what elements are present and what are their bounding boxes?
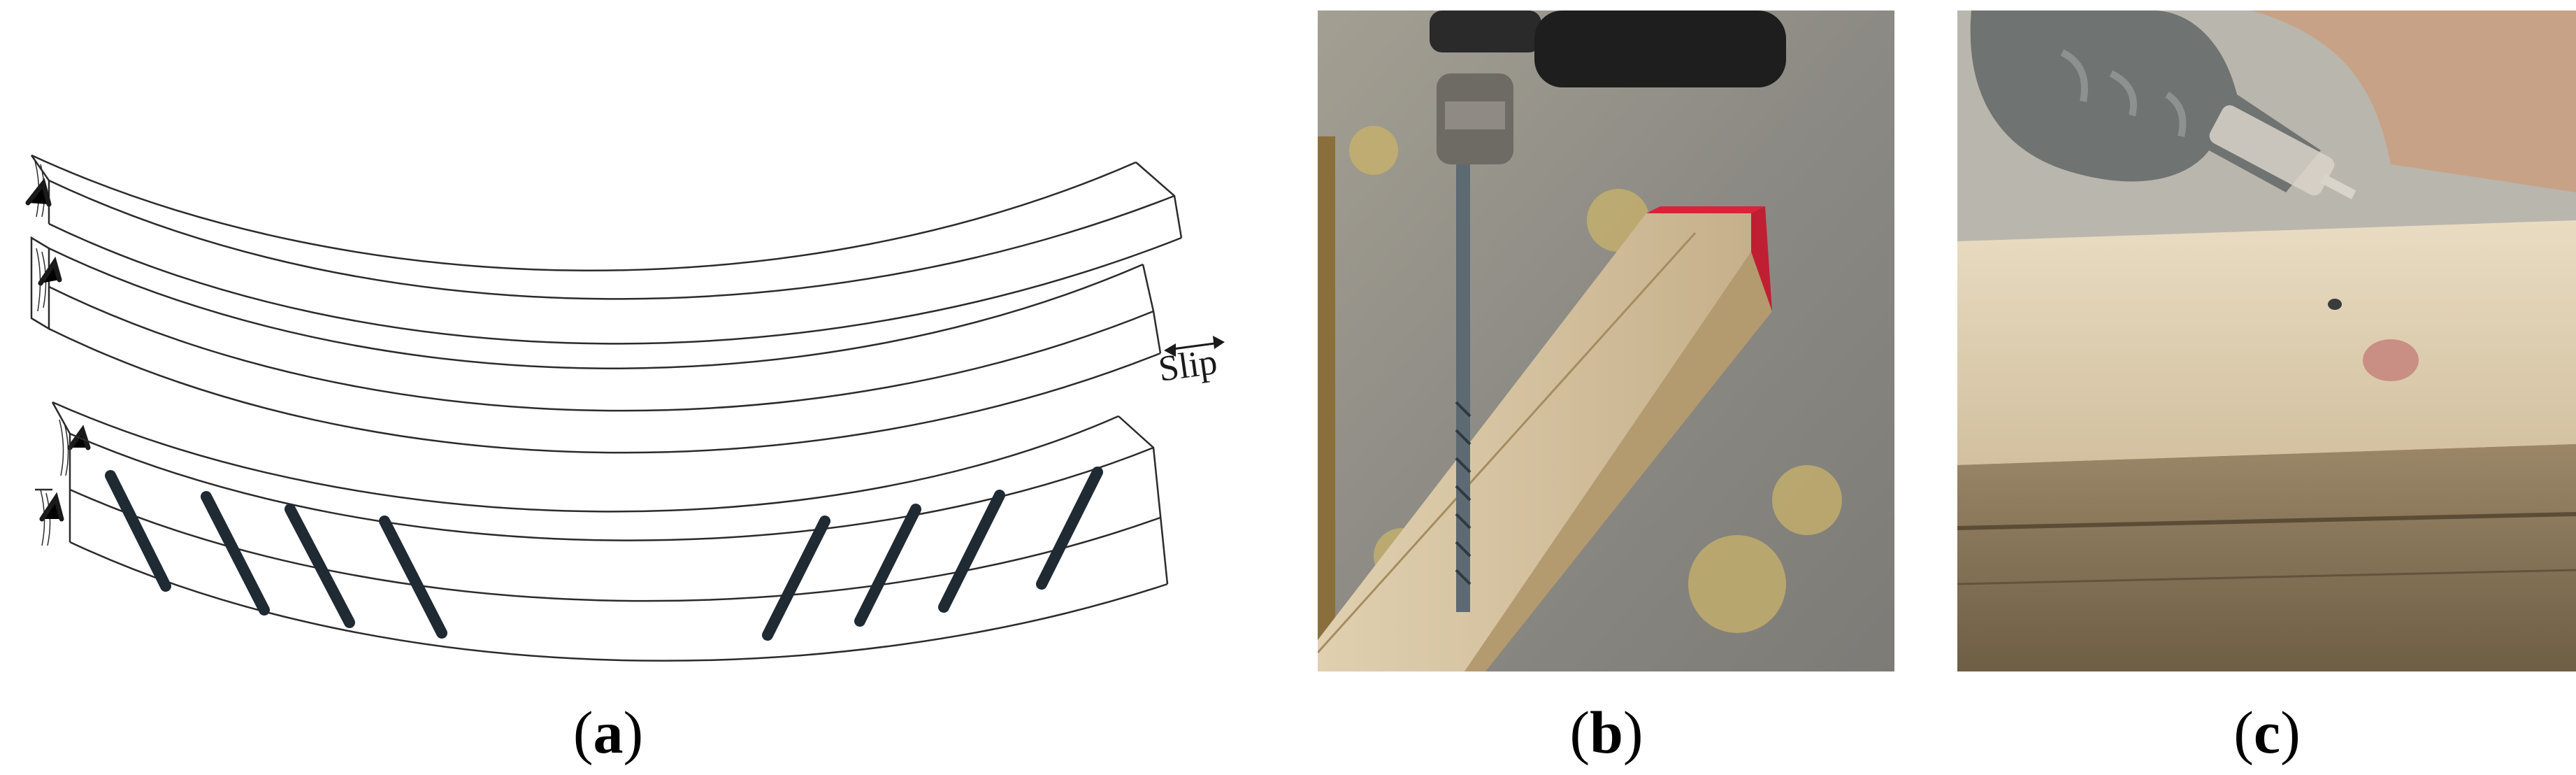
- beam-2-right-end: [1142, 264, 1162, 354]
- drill-handle: [1534, 10, 1786, 87]
- beam-1-mid-edge: [48, 179, 1175, 300]
- slip-label: Slip: [1156, 342, 1220, 390]
- arm-skin: [2251, 10, 2576, 192]
- rod-3: [285, 504, 355, 628]
- caption-b-letter: b: [1590, 699, 1623, 766]
- panel-a-drawing: Slip: [0, 0, 1258, 699]
- slip-annotation: Slip: [1156, 336, 1225, 390]
- end-grain-marks: [25, 178, 91, 522]
- drill-bit: [1456, 164, 1470, 612]
- upper-beams: [30, 154, 1183, 454]
- rod-7: [938, 490, 1005, 613]
- slip-arrow-right-head: [1213, 336, 1225, 349]
- rod-4: [379, 516, 447, 639]
- drill-bit-spiral: [1455, 401, 1472, 585]
- beam-2-top-edge: [48, 247, 1144, 369]
- caption-a: (a): [573, 699, 644, 766]
- timber-side: [1465, 252, 1772, 671]
- syringe-barrel: [2209, 105, 2335, 196]
- slip-arrow-line: [1167, 341, 1221, 351]
- slip-arrow-left-head: [1164, 343, 1176, 357]
- timber-glue-line: [1318, 232, 1697, 654]
- rod-2: [201, 491, 270, 616]
- timber-front-face: [1957, 444, 2576, 671]
- rod-5: [762, 516, 830, 641]
- caption-b: (b): [1569, 699, 1643, 766]
- knot: [2363, 339, 2419, 381]
- drilling-illustration: [1318, 10, 1894, 671]
- rod-8: [1036, 467, 1103, 590]
- beam-1-left-end: [30, 155, 50, 224]
- lower-beam-top-edge: [52, 401, 1119, 513]
- lower-composite-beam: [35, 401, 1169, 662]
- timber-grain-line: [1957, 569, 2576, 585]
- rod-6: [854, 504, 921, 627]
- rod-1: [105, 470, 171, 592]
- drill-hole: [2328, 299, 2342, 310]
- beam-1-top-edge: [31, 154, 1137, 271]
- panel-c-photo: [1957, 10, 2576, 671]
- drill-chuck-band: [1445, 101, 1505, 129]
- caption-c: (c): [2233, 699, 2301, 766]
- drill-body: [1430, 10, 1541, 52]
- beam-1-right-end: [1135, 162, 1183, 239]
- inclined-rods: [105, 467, 1103, 641]
- timber-joint-line: [1957, 512, 2576, 530]
- wood-edge-left: [1318, 136, 1335, 671]
- caption-a-letter: a: [593, 699, 624, 766]
- syringe-tip: [2320, 174, 2356, 199]
- red-end-top: [1646, 206, 1765, 213]
- lower-beam-joint: [69, 488, 1161, 602]
- lower-beam-left-end: [51, 401, 71, 542]
- beam-2-mid-edge: [48, 285, 1154, 412]
- end-grain-rings: [34, 160, 69, 546]
- beam-2-bottom-edge: [48, 327, 1161, 454]
- timber-top-face: [1957, 220, 2576, 465]
- beam-2-left-end: [30, 236, 50, 331]
- lower-beam-right-end: [1118, 415, 1169, 585]
- lower-beam-bottom-edge: [69, 541, 1168, 662]
- glove-folds: [2060, 49, 2187, 138]
- timber-beam: [1318, 213, 1751, 671]
- caption-c-letter: c: [2253, 699, 2281, 766]
- panel-b-photo: [1318, 10, 1894, 671]
- beam-drawing: Slip: [25, 154, 1225, 662]
- injection-illustration: [1957, 10, 2576, 671]
- beam-1-bottom-edge: [48, 222, 1182, 345]
